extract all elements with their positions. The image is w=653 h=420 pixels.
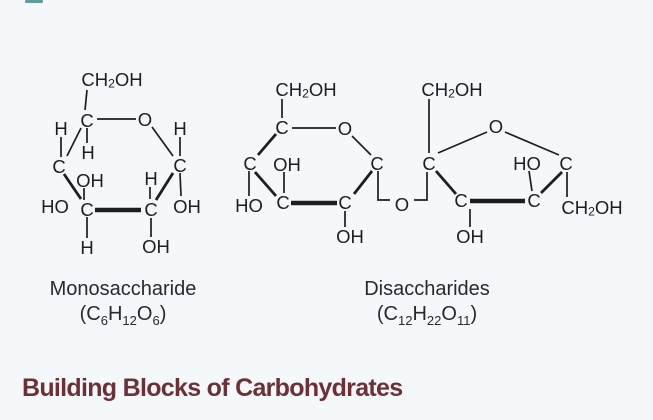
atom-label-c: C bbox=[80, 199, 93, 220]
bond-line bbox=[154, 172, 175, 201]
atom-label-ch2oh: CH2OH bbox=[561, 197, 622, 219]
atom-label-ho: HO bbox=[41, 196, 69, 217]
atom-label-oh: OH bbox=[336, 226, 364, 247]
atom-label-o: O bbox=[395, 194, 409, 215]
bond-line bbox=[437, 131, 488, 154]
formula-text: H bbox=[107, 303, 123, 325]
atom-label-c: C bbox=[370, 153, 383, 174]
monosaccharide-label: Monosaccharide bbox=[49, 278, 197, 300]
atom-label-c: C bbox=[173, 155, 186, 176]
atom-label-c: C bbox=[144, 199, 157, 220]
monosaccharide-formula: (C6H12O6) bbox=[13, 302, 233, 328]
formula-subscript: 12 bbox=[397, 313, 413, 328]
bond-line bbox=[434, 170, 458, 195]
formula-subscript: 12 bbox=[122, 313, 137, 328]
bond-line bbox=[256, 133, 278, 156]
formula-text: ) bbox=[159, 303, 167, 325]
formula-subscript: 6 bbox=[152, 313, 160, 328]
atom-label-c: C bbox=[559, 153, 572, 174]
atom-label-oh: OH bbox=[142, 236, 170, 257]
bond-line bbox=[151, 126, 174, 157]
atom-label-h: H bbox=[144, 168, 157, 189]
formula-text: H bbox=[412, 303, 427, 325]
bond-line bbox=[414, 172, 428, 201]
disaccharide-caption: Disaccharides (C12H22O11) bbox=[317, 277, 537, 328]
formula-text: ) bbox=[470, 303, 478, 325]
bond-line bbox=[179, 172, 182, 197]
page-title: Building Blocks of Carbohydrates bbox=[22, 374, 403, 402]
monosaccharide-caption: Monosaccharide (C6H12O6) bbox=[13, 277, 233, 328]
bond-line bbox=[66, 127, 82, 157]
atom-label-h: H bbox=[54, 118, 67, 139]
formula-text: (C bbox=[79, 303, 101, 325]
atom-label-ho: HO bbox=[235, 195, 263, 216]
atom-label-c: C bbox=[276, 192, 289, 213]
disaccharide-formula: (C12H22O11) bbox=[317, 302, 537, 328]
formula-text: (C bbox=[376, 303, 398, 325]
bond-line bbox=[528, 170, 533, 192]
atom-label-o: O bbox=[138, 109, 152, 130]
atom-label-c: C bbox=[275, 117, 288, 138]
atom-label-c: C bbox=[338, 192, 351, 213]
scan-artifact-mark bbox=[25, 0, 43, 3]
bond-line bbox=[377, 171, 390, 201]
atom-label-c: C bbox=[243, 153, 256, 174]
atom-label-c: C bbox=[52, 156, 65, 177]
atom-label-o: O bbox=[338, 118, 352, 139]
atom-label-c: C bbox=[80, 110, 93, 131]
bond-line bbox=[540, 171, 563, 194]
atom-label-ho: HO bbox=[513, 153, 541, 174]
formula-subscript: 22 bbox=[426, 313, 442, 328]
formula-subscript: 6 bbox=[100, 313, 108, 328]
atom-label-h: H bbox=[173, 118, 186, 139]
bond-line bbox=[352, 170, 374, 195]
atom-label-ch2oh: CH2OH bbox=[421, 79, 482, 101]
atom-label-c: C bbox=[422, 153, 435, 174]
atom-label-oh: OH bbox=[173, 196, 201, 217]
atom-label-c: C bbox=[527, 190, 540, 211]
atom-label-h: H bbox=[81, 142, 94, 163]
atom-label-ch2oh: CH2OH bbox=[275, 79, 336, 101]
bond-line bbox=[62, 173, 83, 200]
formula-text: O bbox=[136, 303, 153, 325]
bond-line bbox=[351, 135, 372, 156]
atom-label-h: H bbox=[80, 237, 93, 258]
atom-label-ch2oh: CH2OH bbox=[81, 69, 142, 91]
atom-label-oh: OH bbox=[76, 170, 104, 191]
bond-line bbox=[253, 171, 278, 197]
atom-label-o: O bbox=[489, 116, 503, 137]
atom-label-c: C bbox=[454, 190, 467, 211]
disaccharide-label: Disaccharides bbox=[364, 278, 490, 300]
atom-label-oh: OH bbox=[273, 154, 301, 175]
bond-line bbox=[84, 89, 88, 111]
atom-label-oh: OH bbox=[456, 226, 484, 247]
formula-subscript: 11 bbox=[456, 313, 471, 328]
formula-text: O bbox=[441, 303, 457, 325]
bond-line bbox=[504, 131, 560, 156]
